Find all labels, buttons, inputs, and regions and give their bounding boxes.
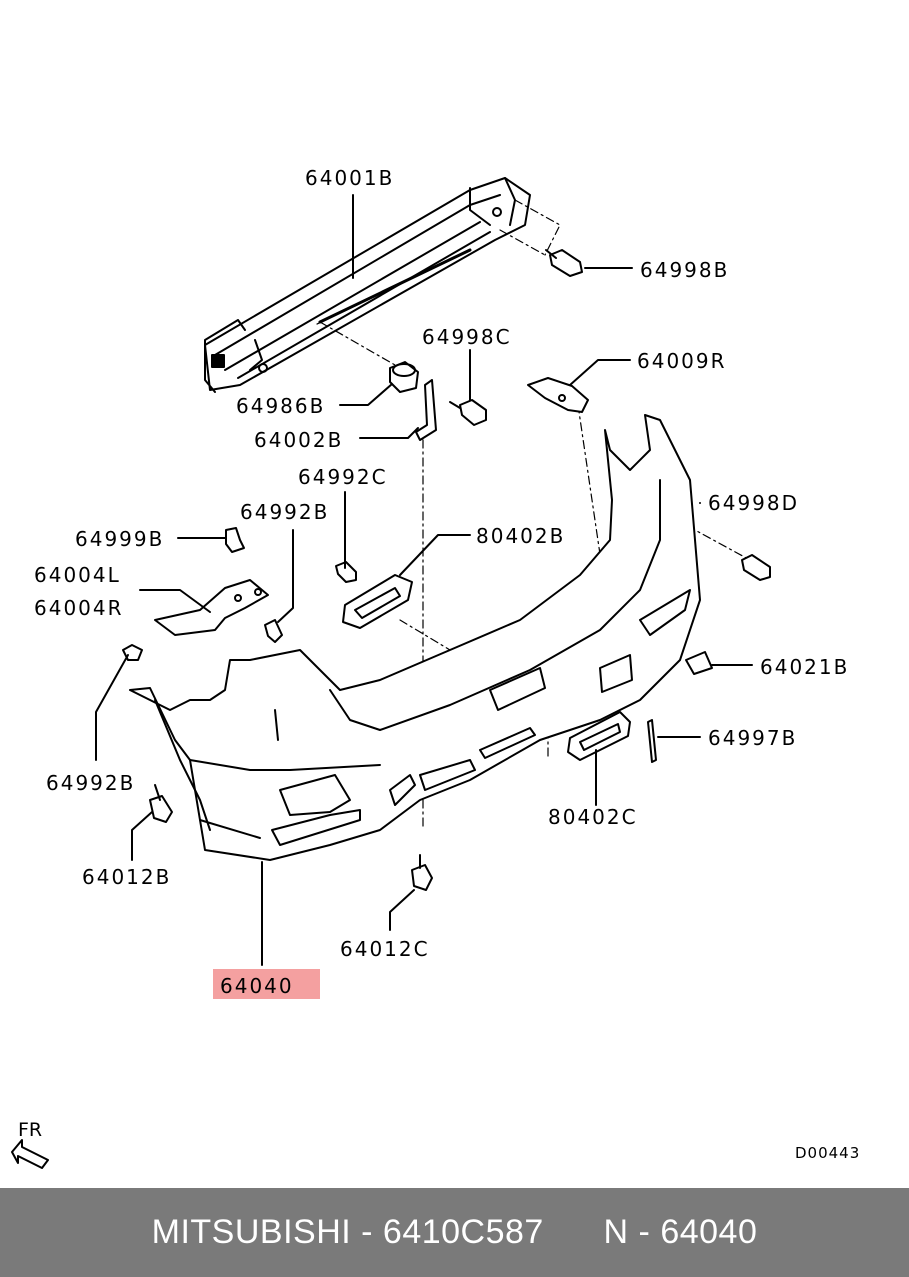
label-64992C: 64992C (298, 465, 388, 489)
clip-64999B-drawing (225, 527, 245, 553)
spacer-64986B-drawing (389, 361, 419, 393)
label-64040: 64040 (220, 974, 294, 998)
label-64012C: 64012C (340, 937, 430, 961)
bumper-cover-drawing (129, 414, 701, 861)
label-64992B-left: 64992B (46, 771, 135, 795)
label-64986B: 64986B (236, 394, 325, 418)
footer-n-number: 64040 (660, 1213, 758, 1251)
cover-64021B-drawing (685, 651, 713, 675)
label-64004R: 64004R (34, 596, 124, 620)
leader-lines (95, 194, 753, 966)
parts-diagram: 64001B 64998B 64998C 64009R 64986B 64002… (11, 166, 860, 1169)
diagram-code: D00443 (795, 1144, 860, 1162)
bolt-64998D-drawing (741, 554, 771, 581)
bracket-64009R-drawing (527, 377, 589, 413)
label-80402C: 80402C (548, 805, 638, 829)
bolt-64998B-drawing (545, 249, 583, 277)
label-64009R: 64009R (637, 349, 727, 373)
footer-bar: MITSUBISHI - 6410C587 N - 64040 (0, 1188, 909, 1277)
clip-64012B-drawing (149, 784, 173, 823)
label-64997B: 64997B (708, 726, 797, 750)
front-arrow-icon (11, 1139, 49, 1169)
footer-gap (544, 1213, 604, 1252)
bracket-64002B-drawing (415, 379, 437, 441)
footer-brand: MITSUBISHI (151, 1213, 352, 1251)
label-64998B: 64998B (640, 258, 729, 282)
footer-part-number: 6410C587 (382, 1213, 544, 1251)
part-labels: 64001B 64998B 64998C 64009R 64986B 64002… (18, 166, 860, 1162)
label-80402B: 80402B (476, 524, 565, 548)
label-64001B: 64001B (305, 166, 394, 190)
reflector-80402B-drawing (342, 574, 413, 629)
footer-n-prefix: N - (603, 1213, 661, 1251)
reinforcement-beam-drawing (204, 177, 531, 393)
pin-64997B-drawing (647, 719, 657, 763)
label-64999B: 64999B (75, 527, 164, 551)
label-64004L: 64004L (34, 563, 121, 587)
label-64992B-top: 64992B (240, 500, 329, 524)
bolt-64998C-drawing (449, 399, 487, 426)
label-64012B: 64012B (82, 865, 171, 889)
footer-separator: - (351, 1213, 383, 1251)
label-64002B: 64002B (254, 428, 343, 452)
label-64998D: 64998D (708, 491, 799, 515)
clip-64012C-drawing (411, 854, 433, 891)
reflector-80402C-drawing (567, 711, 631, 761)
part-highlight (213, 969, 320, 999)
label-64021B: 64021B (760, 655, 849, 679)
bracket-64004-drawing (154, 579, 269, 636)
front-direction-label: FR (18, 1119, 42, 1141)
label-64998C: 64998C (422, 325, 512, 349)
